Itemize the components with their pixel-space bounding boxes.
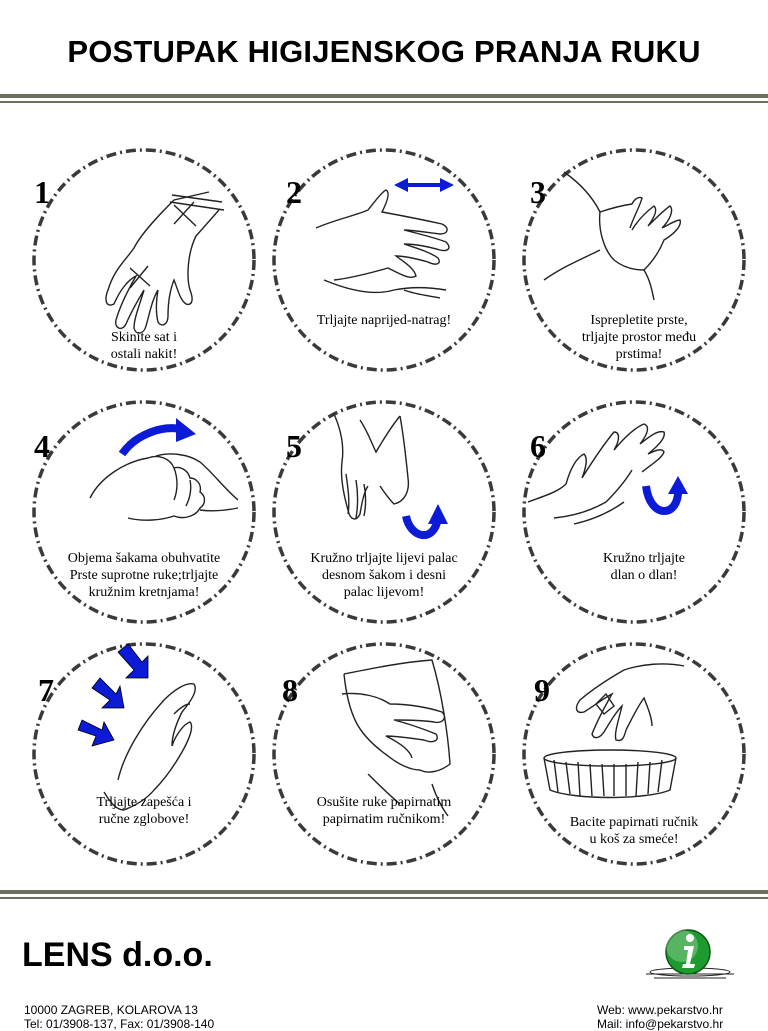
- caption-line: Bacite papirnati ručnik: [569, 815, 699, 830]
- step-4: 4 Objema šakama obuhvatite Prste suprotn…: [24, 392, 264, 627]
- step-number: 3: [530, 174, 546, 210]
- step-6: 6 Kružno trljajte dlan o dlan!: [514, 392, 754, 627]
- double-arrow-icon: [394, 178, 454, 192]
- phone-line: Tel: 01/3908-137, Fax: 01/3908-140: [24, 1017, 215, 1031]
- interlaced-hands-icon: [543, 171, 681, 301]
- hands-icon: [315, 189, 450, 299]
- caption-line: prstima!: [615, 347, 663, 362]
- page-title: POSTUPAK HIGIJENSKOG PRANJA RUKU: [67, 34, 701, 69]
- hand-dropping-icon: [575, 663, 685, 742]
- caption-line: Isprepletite prste,: [590, 313, 688, 328]
- caption-line: Kružno trljajte: [602, 551, 686, 566]
- step-caption: Skinite sat i ostali nakit!: [54, 329, 234, 363]
- bottom-divider: [0, 890, 768, 899]
- step-caption: Trljajte zapešća i ručne zglobove!: [44, 794, 244, 828]
- caption-line: Prste suprotne ruke;trljajte: [69, 568, 219, 583]
- caption-line: trljajte prostor među: [581, 330, 697, 345]
- step-3-illustration: [522, 148, 746, 372]
- top-divider: [0, 94, 768, 103]
- step-caption: Isprepletite prste, trljajte prostor međ…: [534, 312, 744, 363]
- fist-hands-icon: [89, 453, 239, 521]
- step-number: 1: [34, 174, 50, 210]
- info-circle-icon: [646, 929, 734, 979]
- step-caption: Bacite papirnati ručnik u koš za smeće!: [534, 814, 734, 848]
- towel-hands-icon: [341, 659, 451, 817]
- step-9-illustration: [522, 642, 746, 866]
- step-2: 2 Trljajte naprijed-natrag!: [264, 140, 504, 375]
- caption-line: desnom šakom i desni: [321, 568, 447, 583]
- step-5-illustration: [272, 400, 496, 624]
- step-number: 5: [286, 428, 302, 464]
- wrist-hand-icon: [103, 683, 196, 811]
- address-line: 10000 ZAGREB, KOLAROVA 13: [24, 1003, 198, 1017]
- step-3: 3 Isprepletite prste, trljajte prostor m…: [514, 140, 754, 375]
- caption-line: Osušite ruke papirnatim: [316, 795, 452, 810]
- step-caption: Trljajte naprijed-natrag!: [284, 312, 484, 329]
- caption-line: palac lijevom!: [343, 585, 425, 600]
- step-1-illustration: [32, 148, 256, 372]
- step-8-illustration: [272, 642, 496, 866]
- step-caption: Kružno trljajte dlan o dlan!: [544, 550, 744, 584]
- step-number: 7: [38, 672, 54, 708]
- caption-line: kružnim kretnjama!: [88, 585, 200, 600]
- caption-line: ostali nakit!: [110, 347, 178, 362]
- caption-line: Kružno trljajte lijevi palac: [310, 551, 458, 566]
- caption-line: Skinite sat i: [110, 330, 178, 345]
- arrow-icon: [77, 643, 149, 747]
- step-caption: Osušite ruke papirnatim papirnatim ručni…: [284, 794, 484, 828]
- caption-line: Objema šakama obuhvatite: [67, 551, 221, 566]
- step-caption: Kružno trljajte lijevi palac desnom šako…: [274, 550, 494, 601]
- mail-line[interactable]: Mail: info@pekarstvo.hr: [597, 1017, 724, 1031]
- step-5: 5 Kružno trljajte lijevi palac desnom ša…: [264, 392, 504, 627]
- caption-line: Trljajte zapešća i: [96, 795, 192, 810]
- step-caption: Objema šakama obuhvatite Prste suprotne …: [34, 550, 254, 601]
- step-number: 2: [286, 174, 302, 210]
- circular-arrow-icon: [642, 476, 688, 515]
- step-8: 8 Osušite ruke papirnatim papirnatim ruč…: [264, 634, 504, 869]
- thumb-rub-icon: [333, 413, 410, 520]
- caption-line: papirnatim ručnikom!: [322, 812, 446, 827]
- curved-arrow-icon: [118, 418, 196, 457]
- step-number: 8: [282, 672, 298, 708]
- caption-line: dlan o dlan!: [610, 568, 678, 583]
- web-line[interactable]: Web: www.pekarstvo.hr: [597, 1003, 723, 1017]
- trash-bin-icon: [543, 749, 677, 799]
- step-2-illustration: [272, 148, 496, 372]
- step-number: 9: [534, 672, 550, 708]
- hand-icon: [105, 191, 225, 334]
- step-9: 9 Bacite papirnati ručnik u koš za smeće…: [514, 634, 754, 869]
- curved-arrow-icon: [402, 504, 448, 540]
- step-7-illustration: [32, 642, 256, 866]
- caption-line: Trljajte naprijed-natrag!: [316, 313, 452, 328]
- step-number: 4: [34, 428, 50, 464]
- step-7: 7 Trljajte zapešća i ručne zglobove!: [24, 634, 264, 869]
- company-name: LENS d.o.o.: [22, 936, 213, 974]
- step-number: 6: [530, 428, 546, 464]
- caption-line: u koš za smeće!: [589, 832, 679, 847]
- step-4-illustration: [32, 400, 256, 624]
- step-1: 1 Skinite sat i ostali nakit!: [24, 140, 264, 375]
- company-address: 10000 ZAGREB, KOLAROVA 13 Tel: 01/3908-1…: [24, 1003, 214, 1031]
- web-contact: Web: www.pekarstvo.hr Mail: info@pekarst…: [597, 1003, 723, 1031]
- palm-rub-icon: [527, 423, 665, 525]
- caption-line: ručne zglobove!: [98, 812, 190, 827]
- step-6-illustration: [522, 400, 746, 624]
